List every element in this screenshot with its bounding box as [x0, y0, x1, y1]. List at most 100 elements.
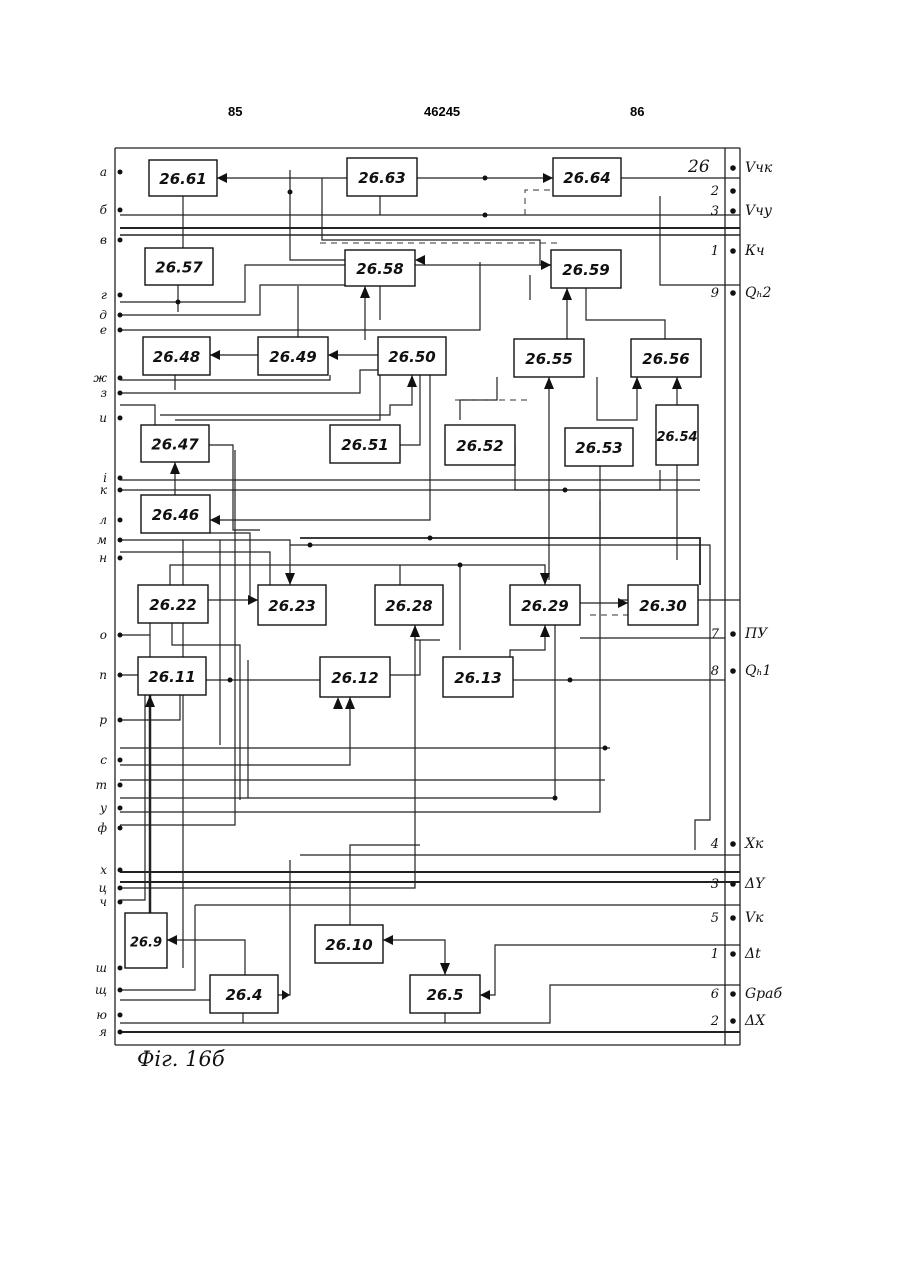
terminal-dot — [118, 238, 123, 243]
terminal-dot — [118, 376, 123, 381]
block-26-13: 26.13 — [443, 657, 513, 697]
block-label: 26.5 — [426, 986, 463, 1004]
block-label: 26.55 — [525, 350, 572, 368]
terminal-dot — [118, 416, 123, 421]
terminal-dot — [730, 991, 736, 997]
block-26-59: 26.59 — [551, 250, 621, 288]
terminal-label: п — [99, 668, 107, 682]
block-26-5: 26.5 — [410, 975, 480, 1013]
terminal-dot — [118, 313, 123, 318]
terminal-dot — [118, 806, 123, 811]
block-26-29: 26.29 — [510, 585, 580, 625]
terminal-label: к — [100, 483, 108, 497]
block-label: 26.12 — [331, 669, 378, 687]
terminal-label: и — [99, 411, 107, 425]
block-26-52: 26.52 — [445, 425, 515, 465]
terminal-dot — [118, 208, 123, 213]
terminal-dot — [118, 718, 123, 723]
terminal-label: е — [100, 323, 107, 337]
input-terminal: и — [99, 411, 122, 425]
terminal-number: 4 — [710, 837, 719, 852]
block-26-11: 26.11 — [138, 657, 206, 695]
block-label: 26.49 — [269, 348, 316, 366]
terminal-dot — [730, 1018, 736, 1024]
block-label: 26.53 — [575, 439, 622, 457]
block-label: 26.11 — [148, 668, 195, 686]
input-terminal: т — [96, 778, 123, 792]
block-26-4: 26.4 — [210, 975, 278, 1013]
terminal-dot — [118, 783, 123, 788]
block-26-23: 26.23 — [258, 585, 326, 625]
block-label: 26.47 — [151, 436, 199, 454]
block-label: 26.29 — [521, 597, 568, 615]
block-label: 26.56 — [642, 350, 689, 368]
terminal-dot — [118, 633, 123, 638]
block-label: 26.50 — [388, 348, 435, 366]
block-26-51: 26.51 — [330, 425, 400, 463]
input-terminal: д — [99, 308, 122, 322]
input-terminal: ф — [98, 821, 123, 835]
terminal-label: ц — [99, 881, 107, 895]
input-terminal: ц — [99, 881, 123, 895]
block-26-55: 26.55 — [514, 339, 584, 377]
terminal-label: щ — [95, 983, 107, 997]
figure-caption: Фіг. 16б — [137, 1047, 225, 1071]
block-label: 26.64 — [563, 169, 610, 187]
block-26-64: 26.64 — [553, 158, 621, 196]
terminal-label: в — [100, 233, 107, 247]
input-terminal: я — [99, 1025, 122, 1039]
output-terminal: 9Qₕ2 — [711, 285, 772, 301]
input-terminal: щ — [95, 983, 123, 997]
terminal-label: ш — [96, 961, 107, 975]
terminal-dot — [118, 673, 123, 678]
input-terminal: г — [101, 288, 123, 302]
terminal-signal-label: Qₕ1 — [745, 663, 771, 679]
terminal-number: 2 — [710, 184, 719, 199]
block-label: 26.10 — [325, 936, 372, 954]
block-26-50: 26.50 — [378, 337, 446, 375]
terminal-dot — [118, 518, 123, 523]
terminal-signal-label: ПУ — [744, 626, 768, 642]
block-label: 26.58 — [356, 260, 403, 278]
block-26-12: 26.12 — [320, 657, 390, 697]
block-26-10: 26.10 — [315, 925, 383, 963]
terminal-dot — [730, 915, 736, 921]
terminal-dot — [118, 1013, 123, 1018]
terminal-signal-label: Xк — [744, 836, 764, 852]
input-terminal: з — [100, 386, 122, 400]
terminal-number: 8 — [711, 664, 719, 679]
block-group-label: 26 — [687, 157, 710, 177]
block-label: 26.46 — [152, 506, 199, 524]
terminal-dot — [730, 841, 736, 847]
input-terminal: к — [100, 483, 123, 497]
input-terminal: б — [100, 203, 123, 217]
terminal-label: м — [97, 533, 107, 547]
block-26-30: 26.30 — [628, 585, 698, 625]
input-terminal: н — [99, 551, 122, 565]
terminal-label: д — [99, 308, 107, 322]
output-terminal: Vчк — [730, 160, 773, 176]
terminal-dot — [118, 476, 123, 481]
block-label: 26.61 — [159, 170, 206, 188]
terminal-dot — [118, 988, 123, 993]
terminal-label: х — [100, 863, 107, 877]
block-label: 26.52 — [456, 437, 503, 455]
block-26-53: 26.53 — [565, 428, 633, 466]
terminal-dot — [730, 188, 736, 194]
input-terminal: л — [99, 513, 122, 527]
output-terminal: 1Кч — [711, 243, 765, 259]
block-label: 26.57 — [155, 259, 203, 277]
right-terminals-layer: Vчк23Vчу1Кч9Qₕ27ПУ8Qₕ14Xк3ΔY5Vк1Δt6Gраб2… — [710, 160, 783, 1029]
terminal-dot — [730, 248, 736, 254]
block-label: 26.63 — [358, 169, 405, 187]
terminal-label: а — [100, 165, 107, 179]
input-terminal: у — [99, 801, 122, 815]
terminal-label: ж — [93, 371, 107, 385]
output-terminal: 5Vк — [711, 910, 764, 926]
block-label: 26.51 — [341, 436, 388, 454]
block-26-61: 26.61 — [149, 160, 217, 196]
output-terminal: 2 — [710, 184, 736, 199]
terminal-label: ф — [98, 821, 107, 835]
terminal-number: 3 — [711, 204, 719, 219]
